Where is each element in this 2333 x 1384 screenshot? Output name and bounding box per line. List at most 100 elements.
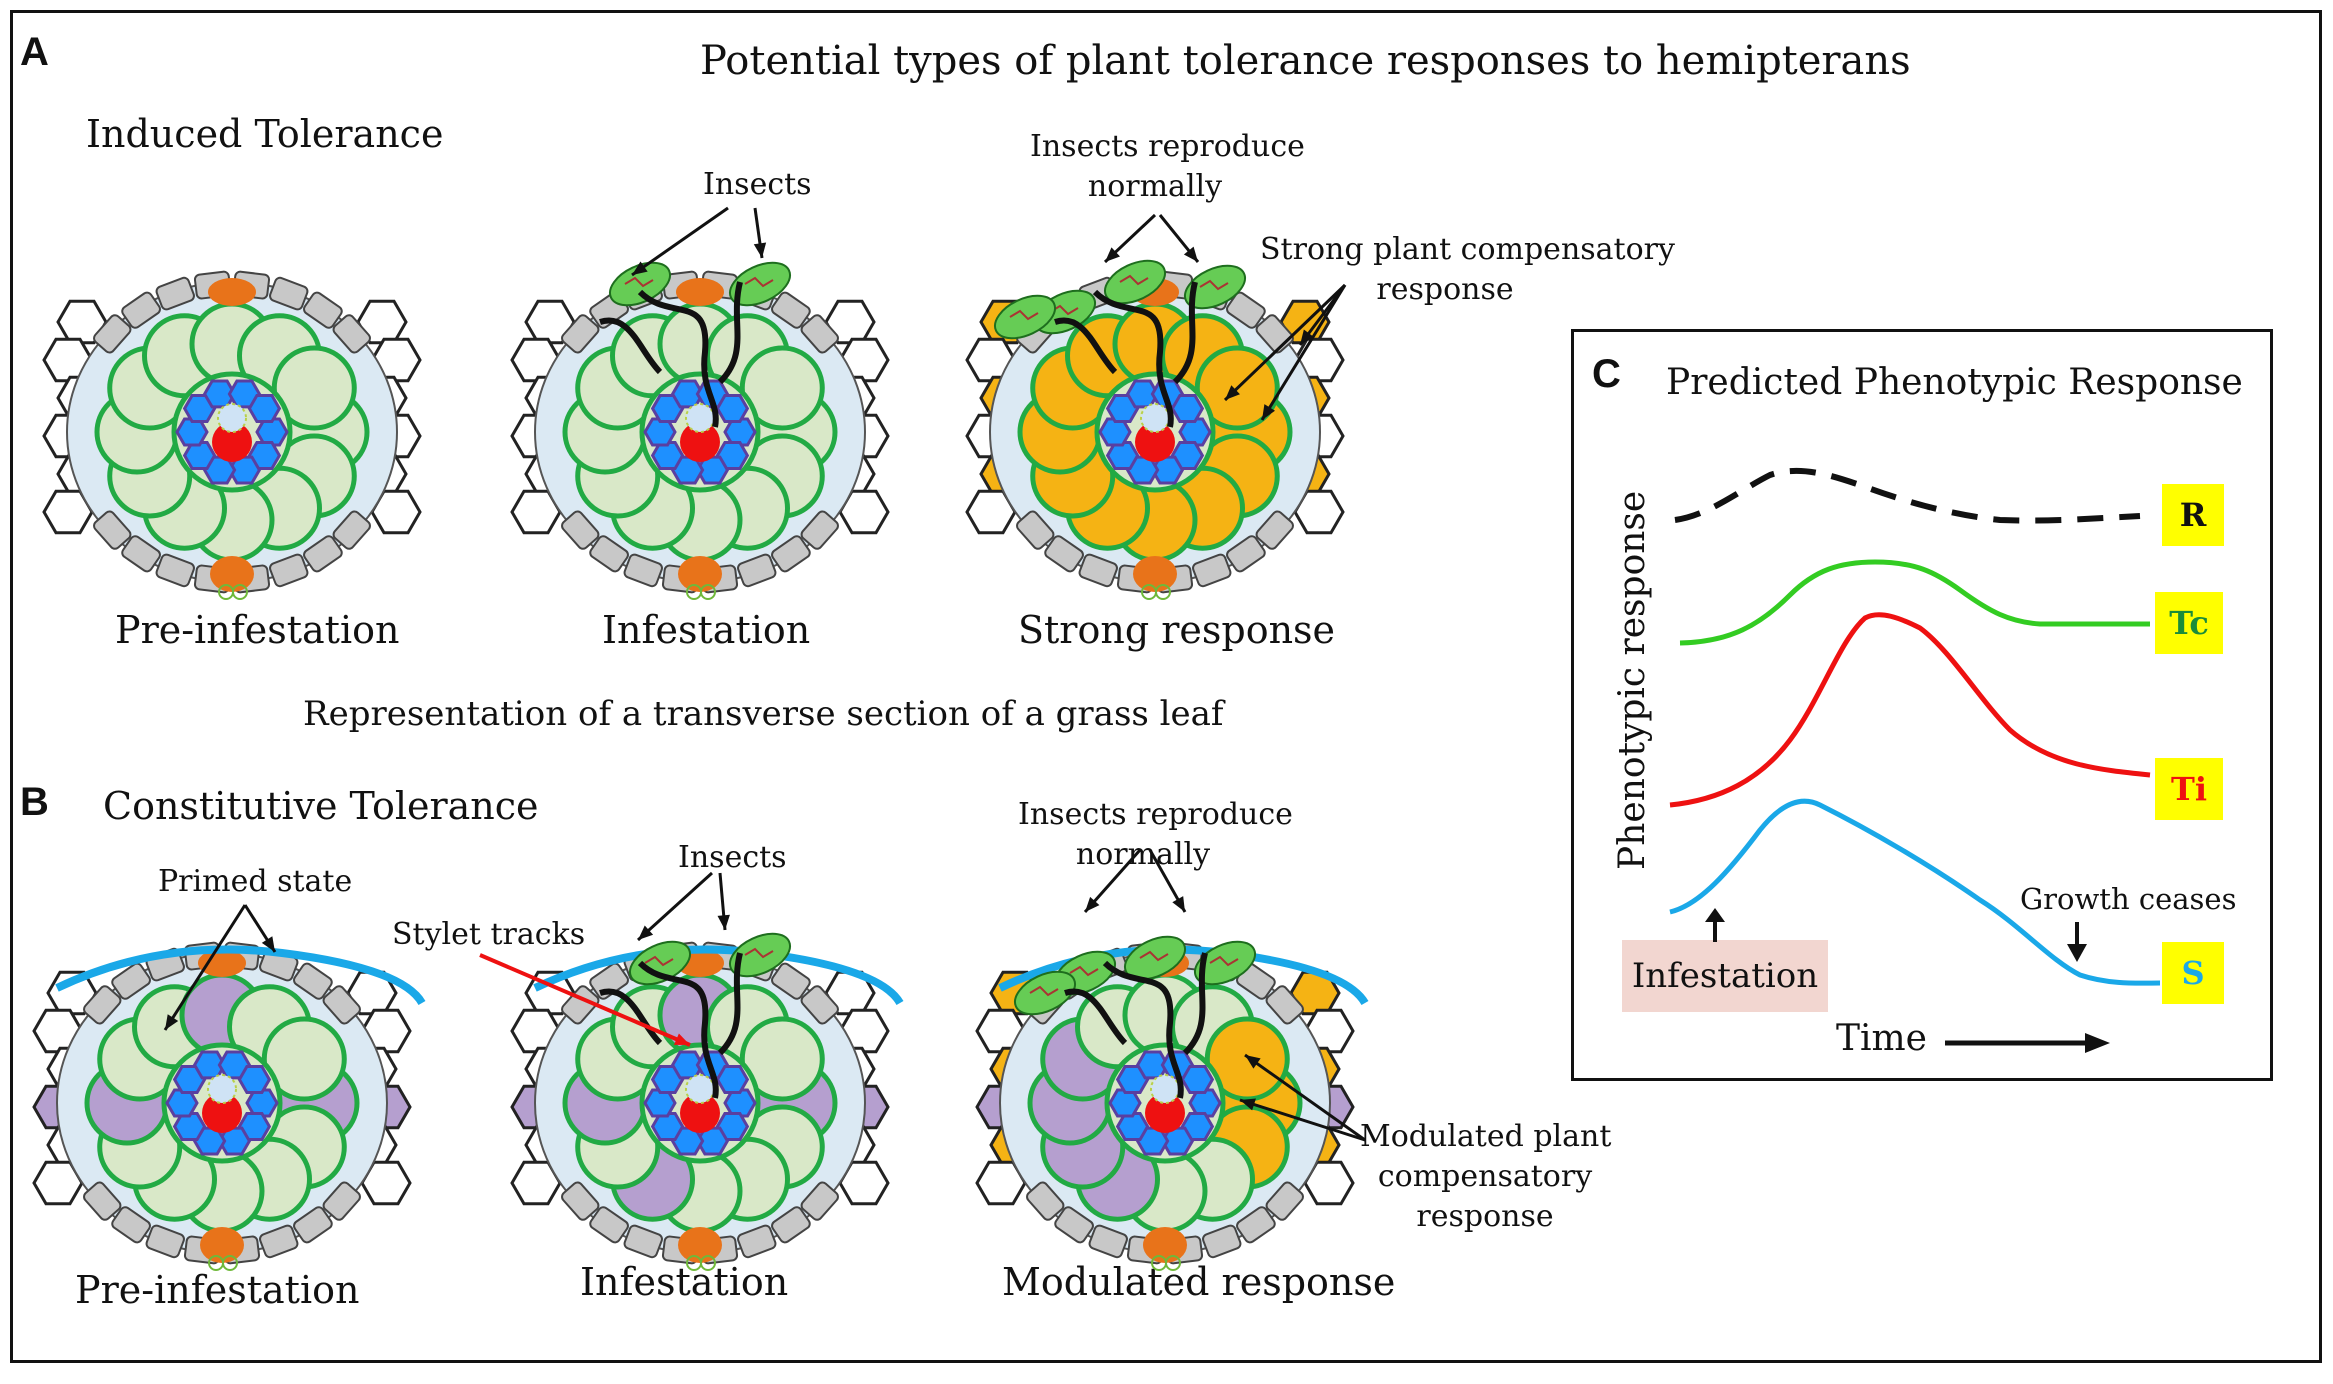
epidermis-cell [155, 276, 195, 311]
infestation-box: Infestation [1622, 940, 1828, 1012]
epidermis-cell [589, 1206, 629, 1244]
vascular-cell [723, 1088, 757, 1118]
growth-ceases-label: Growth ceases [2020, 882, 2237, 916]
pointer-line [1239, 1098, 1366, 1142]
curve-label-ti: Ti [2155, 758, 2223, 820]
b-reproduce-line2: normally [1075, 837, 1211, 872]
epidermis-cell [1226, 291, 1266, 329]
insect-marking [1069, 965, 1099, 977]
panel-c [1571, 329, 2273, 1081]
phloem [212, 422, 252, 462]
stylet-tracks [599, 281, 743, 428]
stomata-bottom [678, 556, 722, 592]
a-caption-strong: Strong response [1018, 608, 1336, 652]
mesophyll-cell [739, 1016, 825, 1102]
pointer-head [717, 914, 730, 930]
epidermis-cell [771, 962, 811, 1000]
a-strong-label: Strong plant compensatory response [1260, 230, 1675, 310]
pointer-head [674, 1033, 690, 1045]
pointer-line [631, 206, 729, 277]
epidermis-cell [1078, 553, 1118, 588]
panel-c-title: Predicted Phenotypic Response [1666, 362, 2243, 403]
epidermis-cell [737, 553, 777, 588]
epidermis-cell [1226, 535, 1266, 573]
epidermis-cell [623, 553, 663, 588]
epidermis-cell [1016, 510, 1055, 550]
epidermis-cell [771, 291, 811, 329]
b-modulated-label: Modulated plant compensatory response [1360, 1117, 1611, 1237]
side-cell [524, 299, 576, 345]
guard-cell [222, 1255, 238, 1271]
insect-marking [1139, 950, 1169, 962]
pointer-head [1183, 246, 1198, 262]
insect-marking [624, 276, 654, 288]
vascular-cell [715, 441, 750, 470]
guard-cell [700, 584, 716, 600]
pointer-head [261, 936, 275, 952]
vascular-cell [247, 394, 282, 423]
b-reproduce-label: Insects reproduce normally [1018, 795, 1293, 875]
insect-marking [744, 276, 774, 288]
epidermis-cell [1236, 1206, 1276, 1244]
pointer-line [636, 871, 714, 942]
stylet-tracks [599, 952, 743, 1099]
b-caption-modulated: Modulated response [1002, 1260, 1396, 1304]
b-mod-line3: response [1416, 1199, 1554, 1234]
epidermis-cell [303, 291, 343, 329]
epidermis-cell [800, 510, 839, 550]
vascular-cell [1188, 1088, 1222, 1118]
epidermis-cell [293, 962, 333, 1000]
pointer-head [638, 925, 654, 940]
insect-marking [1009, 309, 1039, 321]
pointer-head [1172, 896, 1185, 912]
phloem [680, 422, 720, 462]
stomata-top [208, 278, 256, 306]
mesophyll-cell [739, 345, 825, 431]
section-b-title: Constitutive Tolerance [103, 784, 539, 828]
vascular-cell [237, 1065, 272, 1094]
epidermis-cell [83, 1181, 122, 1221]
epidermis-cell [121, 291, 161, 329]
vascular-cell [650, 441, 685, 470]
a-caption-infestation: Infestation [602, 608, 811, 652]
vascular-cell [255, 417, 289, 447]
epidermis-cell [259, 1224, 299, 1259]
vascular-cell [247, 441, 282, 470]
figure-title: Potential types of plant tolerance respo… [700, 38, 1911, 84]
xylem [207, 1074, 237, 1104]
phloem [1145, 1093, 1185, 1133]
guard-cell [232, 584, 248, 600]
vascular-cell [182, 441, 217, 470]
epidermis-cell [561, 314, 600, 354]
epidermis-cell [737, 1224, 777, 1259]
epidermis-cell [1026, 1181, 1065, 1221]
pointer-line [163, 904, 247, 1031]
epidermis-cell [561, 510, 600, 550]
pointer-head [1300, 329, 1314, 345]
epidermis-cell [1265, 1181, 1304, 1221]
curve-label-r: R [2162, 484, 2224, 546]
stomata-top [198, 949, 246, 977]
a-strong-line1: Strong plant compensatory [1260, 232, 1675, 267]
insect-marking [744, 947, 774, 959]
epidermis-cell [561, 1181, 600, 1221]
curve-s [1669, 798, 2161, 986]
vascular-cell [245, 1088, 279, 1118]
pointer-head [1105, 247, 1121, 262]
epidermis-cell [111, 962, 151, 1000]
pointer-head [165, 1014, 179, 1030]
epidermis-cell [1054, 1206, 1094, 1244]
curve-ti [1669, 612, 2151, 808]
guard-cell [1155, 584, 1171, 600]
stomata-bottom [200, 1227, 244, 1263]
epidermis-cell [93, 314, 132, 354]
b-insects-label: Insects [678, 840, 787, 875]
pointer-line [1244, 1053, 1366, 1142]
epidermis-cell [269, 276, 309, 311]
epidermis-cell [155, 553, 195, 588]
epidermis-cell [589, 535, 629, 573]
epidermis-cell [623, 1224, 663, 1259]
epidermis-cell [293, 1206, 333, 1244]
a-strong-line2: response [1376, 272, 1514, 307]
